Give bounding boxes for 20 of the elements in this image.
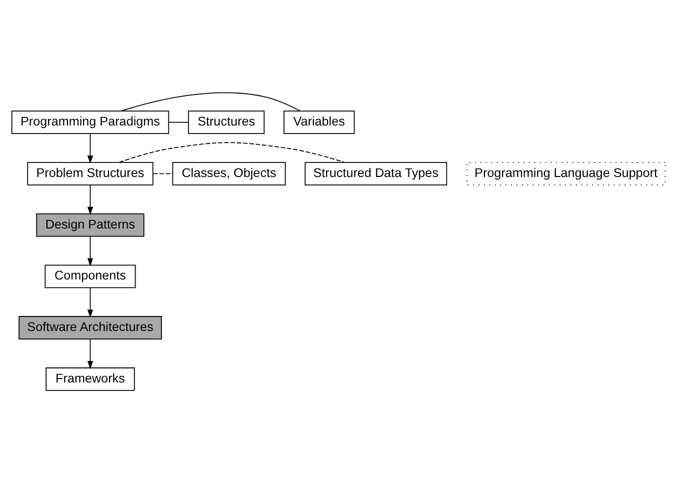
arrow <box>87 184 94 214</box>
node-box: Software Architectures <box>18 316 162 339</box>
connector <box>168 121 188 122</box>
arrow <box>87 236 94 266</box>
connector <box>120 92 301 111</box>
node-box: Problem Structures <box>27 161 154 185</box>
arrow <box>87 338 94 369</box>
node-box: Variables <box>284 110 355 134</box>
node-box: Classes, Objects <box>172 161 286 185</box>
node-box: Structures <box>188 110 265 134</box>
node-box: Programming Paradigms <box>11 110 170 134</box>
connector <box>118 142 345 162</box>
arrow <box>87 286 94 318</box>
node-box: Components <box>44 264 136 288</box>
node-box: Structured Data Types <box>304 161 448 185</box>
node-box: Frameworks <box>46 366 135 390</box>
node-box: Programming Language Support <box>466 161 666 185</box>
arrow <box>87 132 94 164</box>
connector <box>152 172 174 174</box>
node-box: Design Patterns <box>36 212 144 236</box>
